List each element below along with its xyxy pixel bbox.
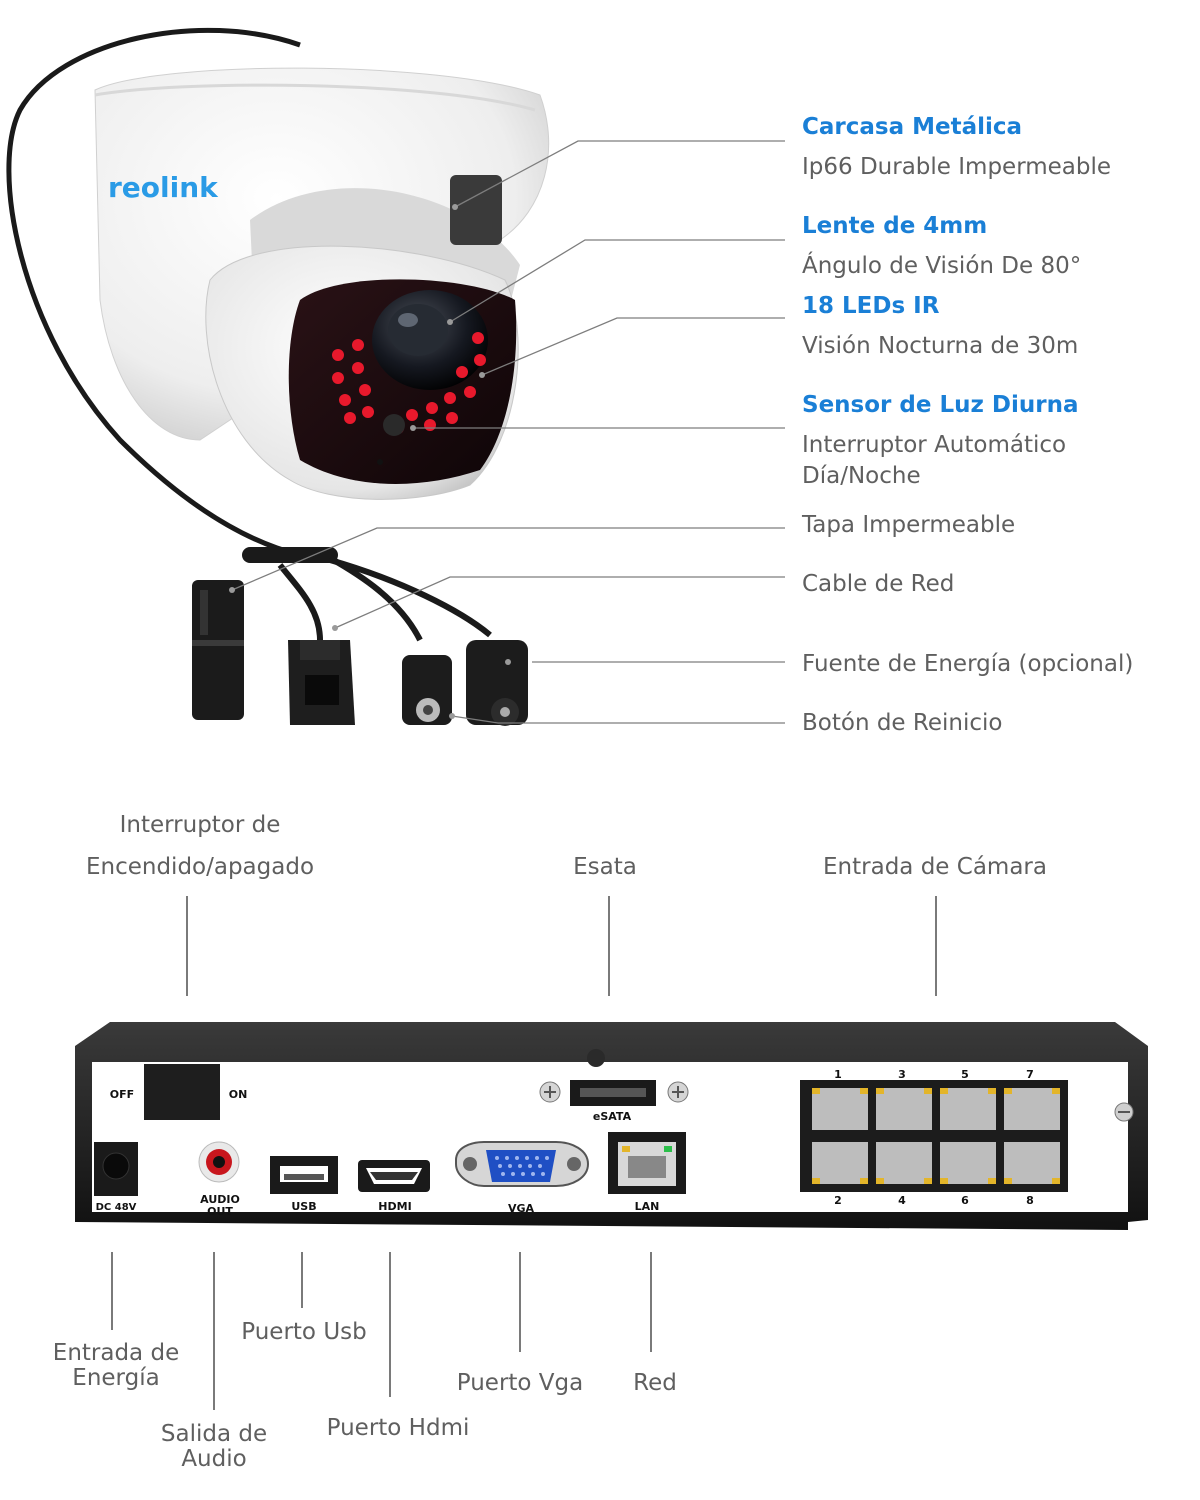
panel-usb-text: USB	[291, 1200, 316, 1213]
feature-sensor-title: Sensor de Luz Diurna	[802, 392, 1079, 418]
panel-dc-text: DC 48V	[96, 1202, 137, 1213]
leader-usb	[301, 1252, 303, 1308]
port-number: 1	[834, 1068, 842, 1081]
panel-lan-text: LAN	[635, 1200, 660, 1213]
leader-hdmi	[389, 1252, 391, 1397]
cable-part-power: Fuente de Energía (opcional)	[802, 651, 1134, 677]
feature-housing-desc: Ip66 Durable Impermeable	[802, 154, 1112, 180]
camera-illustration: reolink	[6, 27, 785, 726]
feature-lens-desc: Ángulo de Visión De 80°	[802, 253, 1082, 279]
leader-esata	[608, 896, 610, 996]
port-number: 2	[834, 1194, 842, 1207]
cable-part-network: Cable de Red	[802, 571, 955, 597]
feature-sensor-desc: Interruptor Automático	[802, 432, 1067, 458]
feature-housing-title: Carcasa Metálica	[802, 114, 1023, 140]
brand-logo: reolink	[108, 171, 219, 204]
label-audio-out-line2: Audio	[181, 1446, 247, 1472]
label-power-switch-line2: Encendido/apagado	[85, 854, 315, 880]
label-power-input-line2: Energía	[72, 1365, 160, 1391]
panel-audio-text-1: AUDIO	[200, 1193, 240, 1206]
leader-power-input	[111, 1252, 113, 1330]
port-number: 3	[898, 1068, 906, 1081]
panel-off-text: OFF	[110, 1088, 134, 1101]
panel-on-text: ON	[229, 1088, 248, 1101]
leader-camera-input	[935, 896, 937, 996]
port-number: 5	[961, 1068, 969, 1081]
leader-lan	[650, 1252, 652, 1352]
label-hdmi: Puerto Hdmi	[326, 1415, 470, 1441]
port-number: 4	[898, 1194, 906, 1207]
panel-vga-text: VGA	[508, 1202, 535, 1215]
panel-hdmi-text: HDMI	[378, 1200, 411, 1213]
panel-audio-text-2: OUT	[207, 1205, 233, 1218]
label-camera-input: Entrada de Cámara	[823, 854, 1047, 880]
cable-part-reset: Botón de Reinicio	[802, 710, 1003, 736]
feature-ir-desc: Visión Nocturna de 30m	[802, 333, 1079, 359]
label-audio-out-line1: Salida de	[160, 1421, 268, 1447]
panel-esata-text: eSATA	[593, 1110, 632, 1123]
port-number: 6	[961, 1194, 969, 1207]
label-lan: Red	[633, 1370, 677, 1396]
leader-audio-out	[213, 1252, 215, 1410]
leader-power-switch	[186, 896, 188, 996]
label-vga: Puerto Vga	[456, 1370, 584, 1396]
port-number: 8	[1026, 1194, 1034, 1207]
feature-lens-title: Lente de 4mm	[802, 213, 988, 239]
label-power-input-line1: Entrada de	[52, 1340, 180, 1366]
label-esata: Esata	[573, 854, 637, 880]
label-usb: Puerto Usb	[241, 1319, 367, 1345]
feature-sensor-desc2: Día/Noche	[802, 463, 921, 489]
leader-vga	[519, 1252, 521, 1352]
label-power-switch-line1: Interruptor de	[119, 812, 281, 838]
cable-part-cap: Tapa Impermeable	[802, 512, 1016, 538]
port-number: 7	[1026, 1068, 1034, 1081]
nvr-back-panel: OFF ON DC 48V AUDIO OUT USB HDMI VGA	[75, 1022, 1148, 1230]
feature-ir-title: 18 LEDs IR	[802, 293, 940, 319]
